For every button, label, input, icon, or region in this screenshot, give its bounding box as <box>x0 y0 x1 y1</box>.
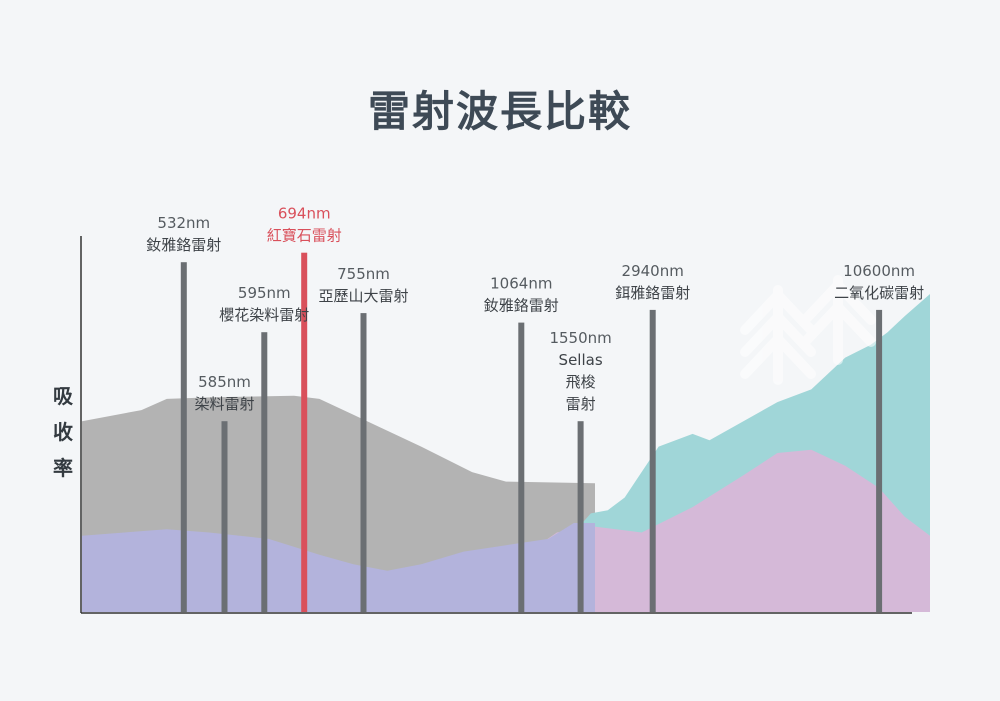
laser-name-label: 亞歷山大雷射 <box>318 287 408 305</box>
laser-bar-2 <box>261 332 268 612</box>
chart-title: 雷射波長比較 <box>367 87 632 136</box>
watermark-tree-icon <box>740 275 876 385</box>
y-axis-label: 吸 收 率 <box>48 378 78 486</box>
laser-name-label: 染料雷射 <box>194 395 254 413</box>
laser-wavelength-label: 755nm <box>337 265 390 283</box>
laser-wavelength-label: 595nm <box>238 284 291 302</box>
laser-wavelength-label: 10600nm <box>843 262 915 280</box>
laser-wavelength-label: 1064nm <box>490 275 552 293</box>
laser-wavelength-label: 694nm <box>278 205 331 223</box>
laser-name-label: Sellas <box>559 351 603 369</box>
laser-bar-8 <box>876 309 883 612</box>
laser-bar-4 <box>360 313 367 612</box>
absorption-area-2 <box>506 449 930 612</box>
laser-name-label: 二氧化碳雷射 <box>834 284 924 302</box>
laser-name-label: 釹雅鉻雷射 <box>146 236 221 254</box>
laser-name-label: 鉺雅鉻雷射 <box>615 284 690 302</box>
y-axis-label-char: 吸 <box>53 384 73 408</box>
laser-bar-1 <box>221 421 228 612</box>
laser-name-label: 飛梭 <box>566 373 596 391</box>
laser-name-label: 紅寶石雷射 <box>267 227 342 245</box>
laser-bar-3 <box>301 252 308 612</box>
laser-name-label: 釹雅鉻雷射 <box>484 297 559 315</box>
absorption-area-3 <box>82 523 595 612</box>
laser-name-label: 櫻花染料雷射 <box>219 306 309 324</box>
y-axis-label-char: 收 <box>53 420 73 444</box>
y-axis-label-char: 率 <box>53 456 73 480</box>
laser-wavelength-label: 1550nm <box>549 329 611 347</box>
laser-wavelength-label: 2940nm <box>622 262 684 280</box>
laser-wavelength-label: 585nm <box>198 373 251 391</box>
laser-bar-0 <box>180 262 187 612</box>
laser-bar-7 <box>649 309 656 612</box>
laser-name-label: 雷射 <box>566 395 596 413</box>
laser-bar-6 <box>577 421 584 612</box>
laser-bar-5 <box>518 322 525 612</box>
laser-wavelength-label: 532nm <box>157 214 210 232</box>
